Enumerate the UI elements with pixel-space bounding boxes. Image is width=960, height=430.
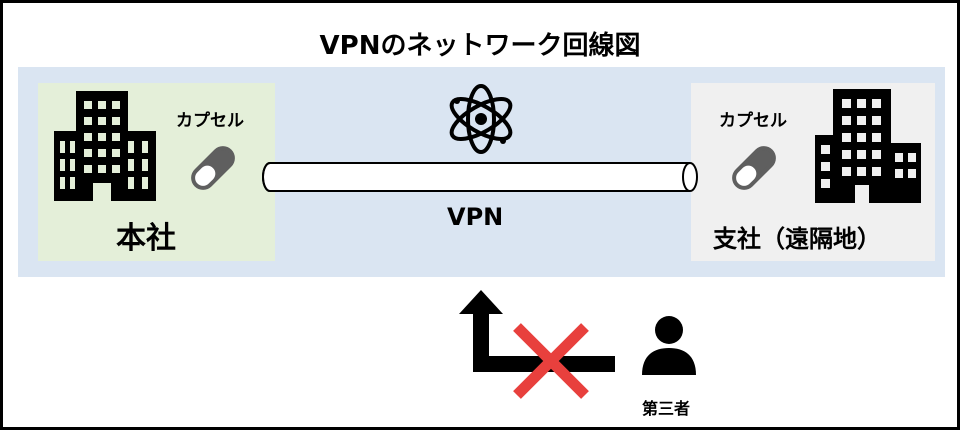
vpn-label: VPN [447,203,504,231]
headquarters-label: 本社 [116,221,176,256]
blocked-access-arrow-icon [459,290,615,372]
cross-icon [513,323,589,399]
third-party-label: 第三者 [642,399,691,418]
person-icon [642,316,696,375]
diagram-frame: VPNのネットワーク回線図 カプセル 本社 [3,3,957,427]
branch-capsule-label: カプセル [719,111,787,131]
vpn-tunnel [262,162,698,192]
branch-capsule-icon [732,146,776,190]
headquarters-building-icon [54,91,156,201]
headquarters-capsule-icon [191,146,235,190]
atom-icon [449,84,513,154]
branch-label: 支社（遠隔地） [713,225,881,253]
branch-building-icon [815,89,921,203]
diagram-title: VPNのネットワーク回線図 [319,31,641,61]
headquarters-capsule-label: カプセル [176,111,244,131]
